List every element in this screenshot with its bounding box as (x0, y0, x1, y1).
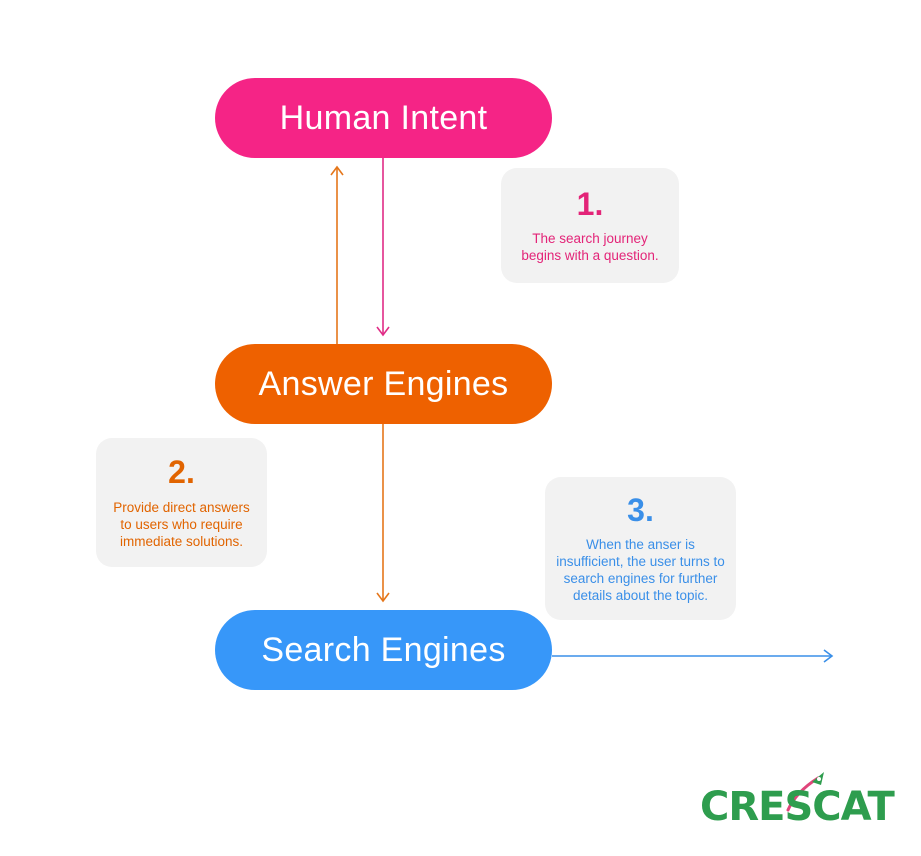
arrow-human-to-answer (376, 158, 390, 337)
node-answer-engines: Answer Engines (215, 344, 552, 424)
rocket-icon (786, 772, 824, 812)
node-search-engines: Search Engines (215, 610, 552, 690)
node-search-engines-label: Search Engines (261, 630, 506, 669)
note-step-3-text: When the anser is insufficient, the user… (556, 537, 725, 604)
node-answer-engines-label: Answer Engines (258, 364, 509, 403)
arrow-search-outward (552, 649, 834, 663)
note-step-2: 2. Provide direct answers to users who r… (96, 438, 267, 567)
crescat-logo: CRESCAT (700, 770, 895, 830)
note-step-2-text: Provide direct answers to users who requ… (113, 499, 250, 549)
arrow-answer-to-search (376, 424, 390, 603)
note-step-1-number: 1. (576, 185, 604, 222)
node-human-intent-label: Human Intent (279, 98, 488, 137)
note-step-2-number: 2. (168, 454, 195, 491)
note-step-1-text: The search journey begins with a questio… (521, 231, 659, 264)
crescat-logo-text: CRESCAT (700, 784, 895, 830)
note-step-1: 1. The search journey begins with a ques… (501, 168, 679, 283)
note-step-3-number: 3. (627, 491, 654, 528)
node-human-intent: Human Intent (215, 78, 552, 158)
arrow-answer-to-human (330, 165, 344, 344)
note-step-3: 3. When the anser is insufficient, the u… (545, 477, 736, 620)
